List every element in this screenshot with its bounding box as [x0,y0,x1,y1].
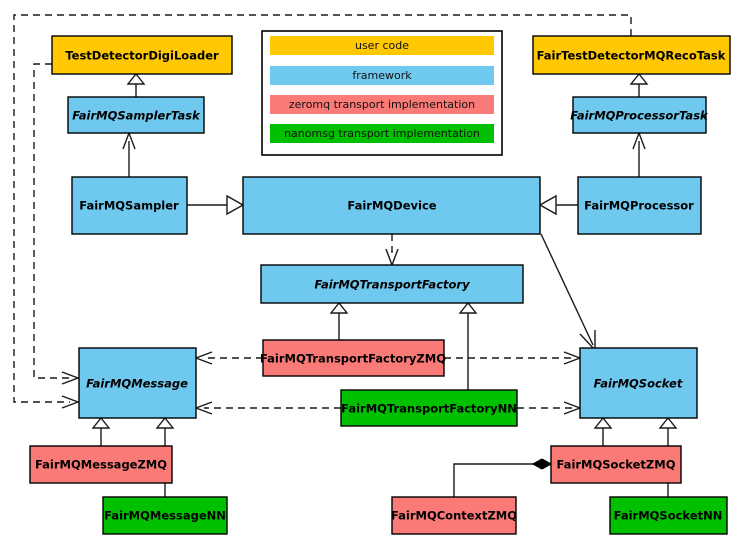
class-label-fairmqdevice: FairMQDevice [347,199,436,213]
class-box-fairtestdetectormqrecotask[interactable] [532,35,731,75]
class-FairTestDetectorMQRecoTask[interactable]: FairTestDetectorMQRecoTask [532,35,731,75]
triangle-messagezmq-to-message [91,416,111,429]
legend-item-zeromq: zeromq transport implementation [270,95,494,114]
class-box-fairmqsocket[interactable] [579,347,698,419]
diamond-socketzmq-composition [531,458,553,470]
class-FairMQProcessor[interactable]: FairMQProcessor [577,176,702,235]
class-FairMQSocketNN[interactable]: FairMQSocketNN [609,496,728,535]
class-FairMQTransportFactoryZMQ[interactable]: FairMQTransportFactoryZMQ [260,339,446,377]
class-FairMQDevice[interactable]: FairMQDevice [242,176,541,235]
legend-swatch-framework [270,66,494,85]
class-box-fairmqtransportfactory[interactable] [260,264,524,304]
class-box-fairmqsamplertask[interactable] [67,96,205,134]
triangle-messagenn-to-message [155,416,175,429]
class-box-fairmqprocessortask[interactable] [572,96,707,134]
legend-label-framework: framework [352,69,412,82]
edge-recotask-to-message [13,14,632,403]
triangle-socketnn-to-socket [658,416,678,429]
class-label-fairtestdetectormqrecotask: FairTestDetectorMQRecoTask [537,49,726,63]
edge-device-to-socket [540,233,594,346]
class-label-fairmqsamplertask: FairMQSamplerTask [72,109,201,123]
class-box-fairmqcontextzmq[interactable] [391,496,517,535]
class-FairMQContextZMQ[interactable]: FairMQContextZMQ [391,496,517,535]
class-label-fairmqsampler: FairMQSampler [79,199,179,213]
class-label-fairmqcontextzmq: FairMQContextZMQ [391,509,517,523]
triangle-sampler-to-device [226,194,245,216]
class-label-fairmqmessagezmq: FairMQMessageZMQ [35,458,167,472]
class-label-fairmqprocessortask: FairMQProcessorTask [570,109,709,123]
class-label-fairmqtransportfactory: FairMQTransportFactory [314,278,470,292]
class-FairMQSocketZMQ[interactable]: FairMQSocketZMQ [550,445,682,484]
class-FairMQTransportFactory[interactable]: FairMQTransportFactory [260,264,524,304]
class-box-testdetectordigiloader[interactable] [51,35,233,75]
class-box-fairmqmessage[interactable] [78,347,197,419]
class-box-fairmqsocketnn[interactable] [609,496,728,535]
legend-item-user-code: user code [270,36,494,55]
legend-label-nanomsg: nanomsg transport implementation [284,127,480,140]
legend-item-nanomsg: nanomsg transport implementation [270,124,494,143]
class-box-fairmqsocketzmq[interactable] [550,445,682,484]
class-box-fairmqsampler[interactable] [71,176,188,235]
class-FairMQProcessorTask[interactable]: FairMQProcessorTask [570,96,709,134]
class-label-fairmqmessagenn: FairMQMessageNN [104,509,226,523]
triangle-socketzmq-to-socket [593,416,613,429]
class-box-fairmqmessagezmq[interactable] [29,445,173,484]
class-label-fairmqsocketzmq: FairMQSocketZMQ [557,458,676,472]
arrowhead-recotask-to-message [61,395,80,409]
class-FairMQSamplerTask[interactable]: FairMQSamplerTask [67,96,205,134]
legend-swatch-user-code [270,36,494,55]
class-label-fairmqtransportfactoryzmq: FairMQTransportFactoryZMQ [260,352,446,366]
class-box-fairmqmessagenn[interactable] [102,496,228,535]
class-box-fairmqtransportfactorynn[interactable] [340,389,518,427]
class-box-fairmqtransportfactoryzmq[interactable] [262,339,445,377]
legend-label-zeromq: zeromq transport implementation [289,98,475,111]
legend-item-framework: framework [270,66,494,85]
class-box-fairmqdevice[interactable] [242,176,541,235]
triangle-factorynn-to-transportfactory [458,301,478,314]
class-FairMQSampler[interactable]: FairMQSampler [71,176,188,235]
class-layer: TestDetectorDigiLoader FairTestDetectorM… [29,35,731,535]
class-label-fairmqsocketnn: FairMQSocketNN [614,509,723,523]
legend-label-user-code: user code [355,39,409,52]
triangle-processor-to-device [538,194,557,216]
edge-socketzmq-to-contextzmq [453,463,534,497]
class-box-fairmqprocessor[interactable] [577,176,702,235]
triangle-factoryzmq-to-transportfactory [329,301,349,314]
class-FairMQMessageNN[interactable]: FairMQMessageNN [102,496,228,535]
triangle-processortask-to-recotask [629,72,649,85]
class-FairMQMessage[interactable]: FairMQMessage [78,347,197,419]
arrowhead-digiloader-to-message [61,371,80,385]
class-FairMQMessageZMQ[interactable]: FairMQMessageZMQ [29,445,173,484]
legend: user code framework zeromq transport imp… [261,30,503,156]
class-label-fairmqprocessor: FairMQProcessor [584,199,694,213]
class-TestDetectorDigiLoader[interactable]: TestDetectorDigiLoader [51,35,233,75]
class-FairMQSocket[interactable]: FairMQSocket [579,347,698,419]
class-label-fairmqmessage: FairMQMessage [86,377,188,391]
legend-swatch-zeromq [270,95,494,114]
class-label-fairmqsocket: FairMQSocket [594,377,683,391]
edge-digiloader-to-message [33,63,70,379]
class-FairMQTransportFactoryNN[interactable]: FairMQTransportFactoryNN [340,389,518,427]
class-label-fairmqtransportfactorynn: FairMQTransportFactoryNN [341,402,517,416]
triangle-samplertask-to-digiloader [126,72,146,85]
class-label-testdetectordigiloader: TestDetectorDigiLoader [65,49,219,63]
legend-swatch-nanomsg [270,124,494,143]
